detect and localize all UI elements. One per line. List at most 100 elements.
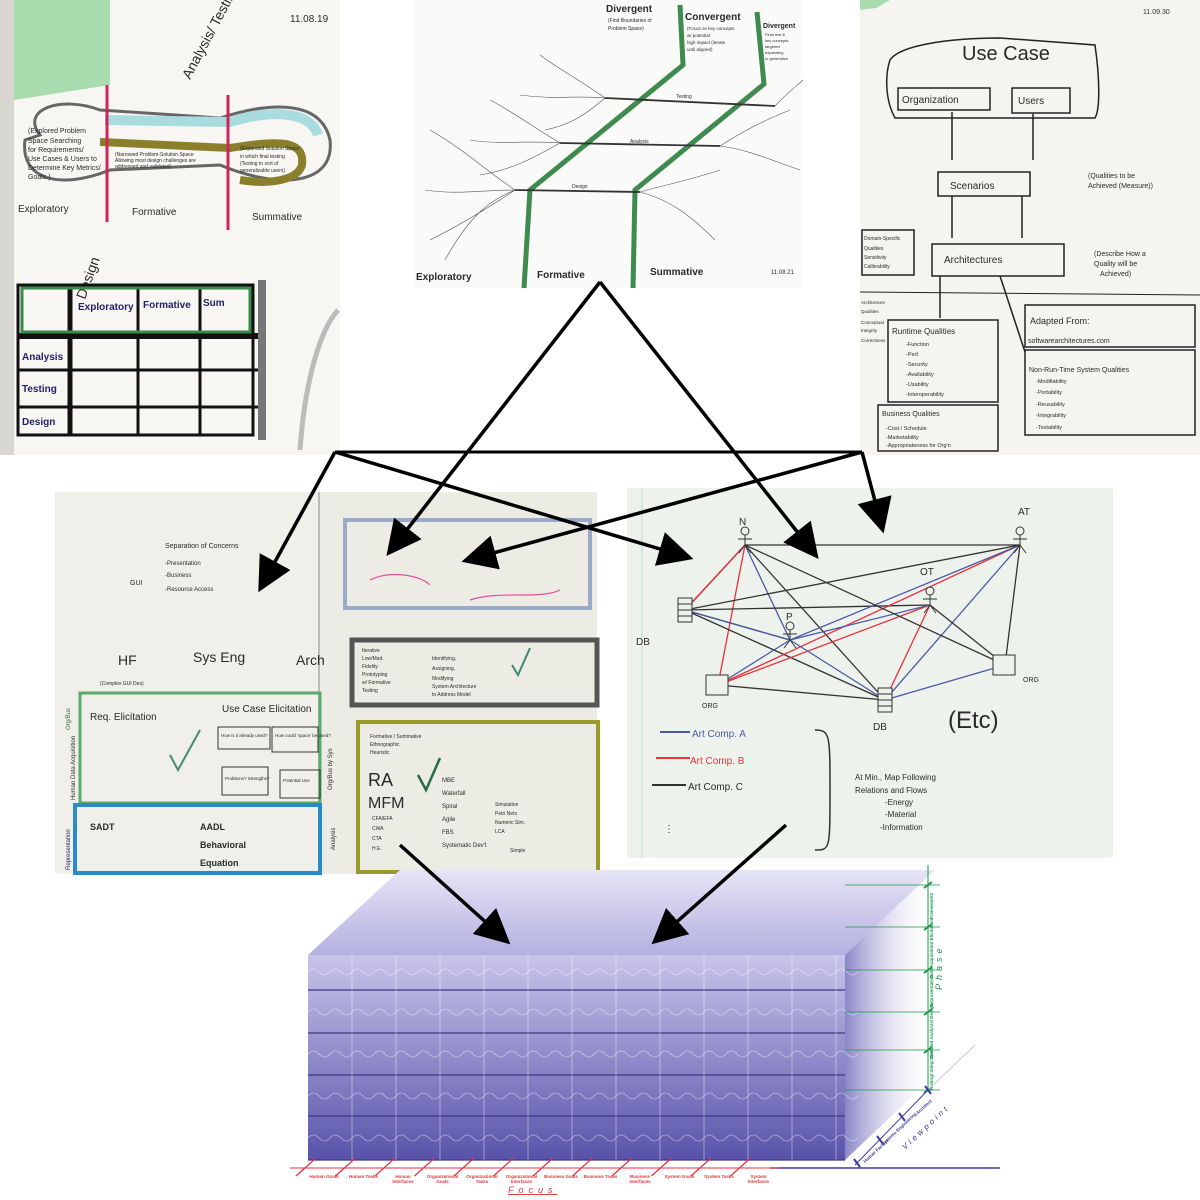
svg-text:-Reusability: -Reusability [1036,402,1065,408]
phase-summative: Summative [650,267,704,278]
branching-lines [424,54,804,261]
svg-text:FBS: FBS [442,830,454,836]
svg-text:System Architecture: System Architecture [432,684,477,690]
svg-text:-Energy: -Energy [885,798,913,807]
svg-text:Iterative: Iterative [362,648,380,654]
grid-col-formative: Formative [143,300,191,311]
runtime-qualities-list: -Function -Perf. -Security -Availability… [906,342,944,398]
svg-text:Heuristic: Heuristic [370,750,390,756]
arrow-icon [258,451,337,593]
users-label: Users [1018,96,1044,107]
divergent2-note: Final test & key concepts targeted expan… [765,32,789,61]
focus-label: Business Goals [544,1174,578,1179]
svg-text:Conceptual: Conceptual [861,320,884,325]
column-arch: Arch [296,652,325,668]
phase-label: Detailed Analysis/ Design [929,1003,934,1058]
business-qualities-box [877,404,999,452]
arrow-icon [386,280,602,557]
svg-text:-Presentation: -Presentation [165,561,201,567]
checkmark-icon [511,647,531,678]
svg-text:(Describe How a: (Describe How a [1094,251,1146,258]
svg-text:Qualities: Qualities [861,309,879,314]
exploratory-note: (Explored Problem Space Searching for Re… [28,128,101,181]
architecture-qualities: Architecture Qualities Conceptual Integr… [861,300,886,343]
flows-note: At Min., Map Following Relations and Flo… [855,773,936,832]
svg-text:⋮: ⋮ [664,824,674,835]
svg-text:AADL: AADL [200,822,225,832]
checkmark-icon [169,729,201,773]
svg-text:Relations and Flows: Relations and Flows [855,786,927,795]
svg-text:Qualities: Qualities [864,246,884,252]
qualities-note: (Qualities to be [1088,173,1135,180]
svg-text:Allowing most design challenge: Allowing most design challenges are [115,158,196,164]
svg-text:(Testing to sort of: (Testing to sort of [240,161,279,167]
focus-label: System Tasks [704,1174,734,1179]
divergent-note: (Find Boundaries of [608,18,652,24]
svg-text:Identifying,: Identifying, [432,656,456,662]
svg-text:Sensitivity: Sensitivity [864,255,887,261]
grid-row-design: Design [22,417,55,428]
arrow-icon [651,823,788,945]
req-elicitation: Req. Elicitation [90,712,157,723]
svg-text:H.E.: H.E. [372,846,382,852]
question-2: How could 'space' be used? [275,733,331,738]
network-edge [744,544,791,641]
svg-text:Integrity: Integrity [861,328,878,333]
viewpoint-label: Human Factors [862,1138,890,1164]
svg-text:-Testability: -Testability [1036,425,1062,431]
scenarios-box [937,171,1031,197]
use-case-elicitation: Use Case Elicitation [222,704,311,715]
layers-list: -Presentation -Business -Resource Access [165,561,213,593]
date-label: 11.08.19 [290,14,329,25]
cube-side-face [845,870,935,1160]
focus-tick [572,1157,593,1177]
svg-text:Prototyping: Prototyping [362,672,388,678]
side-label: Org/Bus by Sys [328,748,334,790]
svg-text:Use Cases & Users to: Use Cases & Users to [28,156,97,163]
puzzle-seam [307,1134,859,1142]
source-label: softwarearchitectures.com [1028,338,1110,345]
grid-row-analysis: Analysis [22,352,64,363]
svg-text:-Portability: -Portability [1036,390,1062,396]
svg-text:-Usability: -Usability [906,382,929,388]
runtime-qualities-title: Runtime Qualities [892,327,955,336]
svg-text:-Material: -Material [885,810,916,819]
arrow-icon [398,843,511,945]
focus-tick [335,1157,356,1177]
architectures-box [931,243,1065,277]
focus-label: System Goals [665,1174,695,1179]
focus-tick [295,1157,317,1177]
svg-text:Quality will be: Quality will be [1094,261,1137,268]
separation-title: Separation of Concerns [165,543,239,550]
viewpoint-tick [853,1158,861,1168]
node-org: ORG [702,703,718,710]
svg-text:-Cost / Schedule: -Cost / Schedule [886,426,927,432]
svg-text:high impact (iterate: high impact (iterate [687,40,726,45]
network-edge [744,544,1006,666]
business-qualities-title: Business Qualities [882,411,940,418]
node-org: ORG [1023,677,1039,684]
stream-label-analysis: Analysis [630,139,649,145]
network-edge [684,544,1021,611]
svg-text:until aligned): until aligned) [687,47,713,52]
sketch-panel-lifecycle: 11.08.19 Analysis/ Testing (Explored Pro… [0,0,340,455]
svg-text:for Requirements/: for Requirements/ [28,147,84,154]
legend-art-comp-a: Art Comp. A [692,729,746,740]
svg-text:Space Searching: Space Searching [28,138,81,145]
svg-text:expanding: expanding [765,50,783,55]
svg-text:-Modifiability: -Modifiability [1036,379,1067,385]
svg-text:At Min., Map Following: At Min., Map Following [855,773,936,782]
use-case-title: Use Case [962,43,1050,65]
network-edge [884,664,1006,701]
svg-text:MBE: MBE [442,778,455,784]
stream-label-design: Design [572,184,588,190]
grid-row-testing: Testing [22,384,57,395]
svg-text:Simple: Simple [510,848,526,854]
